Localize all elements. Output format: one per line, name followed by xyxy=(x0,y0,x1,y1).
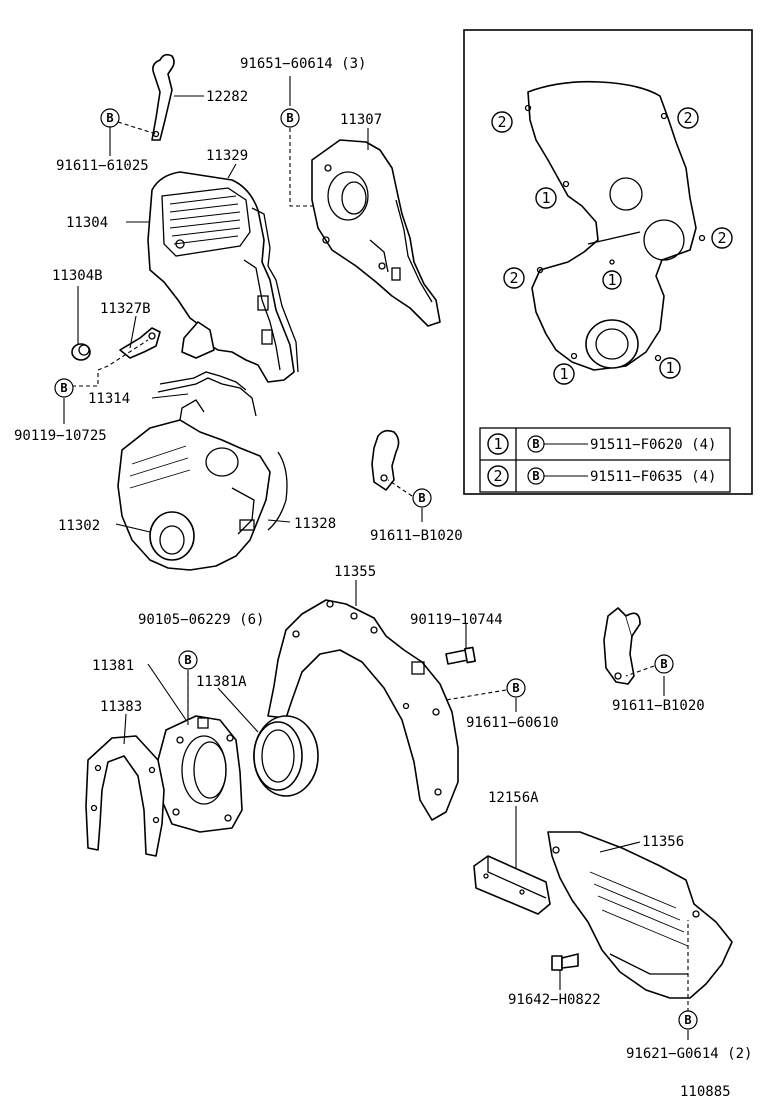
leader-lines xyxy=(63,76,689,1040)
gasket-11383-drawing xyxy=(85,735,165,857)
label-11329: 11329 xyxy=(206,148,248,164)
svg-text:2: 2 xyxy=(683,109,692,127)
inset-callout-2a: 2 xyxy=(491,111,513,133)
svg-text:B: B xyxy=(60,381,67,395)
svg-text:2: 2 xyxy=(717,229,726,247)
svg-text:B: B xyxy=(286,111,293,125)
label-91651-60614: 91651−60614 (3) xyxy=(240,56,366,72)
svg-text:1: 1 xyxy=(541,189,550,207)
svg-text:91511−F0620 (4): 91511−F0620 (4) xyxy=(590,437,716,453)
label-91611-b1020-upper: 91611−B1020 xyxy=(370,528,463,544)
inset-panel: 2 2 1 2 2 1 1 1 1 B 91511−F0620 (4) 2 xyxy=(463,29,753,495)
label-91642-h0822: 91642−H0822 xyxy=(508,992,601,1008)
gasket-11314-drawing xyxy=(157,321,257,417)
baffle-11356-drawing xyxy=(547,831,733,999)
legend-row-2: 2 B 91511−F0635 (4) xyxy=(487,465,716,487)
rear-plate-11307-drawing xyxy=(311,139,441,327)
bracket-12282-drawing xyxy=(151,53,175,141)
b-marker-2: B xyxy=(280,108,300,128)
svg-text:B: B xyxy=(532,469,539,483)
label-90105-06229: 90105−06229 (6) xyxy=(138,612,264,628)
side-bracket-drawing xyxy=(603,607,641,685)
hook-bracket-drawing xyxy=(371,429,400,491)
svg-text:1: 1 xyxy=(493,435,502,453)
legend-row-1: 1 B 91511−F0620 (4) xyxy=(487,433,716,455)
svg-text:2: 2 xyxy=(493,467,502,485)
svg-text:1: 1 xyxy=(559,365,568,383)
label-12156a: 12156A xyxy=(488,790,539,806)
label-11383: 11383 xyxy=(100,699,142,715)
inset-callout-1a: 1 xyxy=(535,187,557,209)
inset-callout-2b: 2 xyxy=(677,107,699,129)
svg-text:B: B xyxy=(512,681,519,695)
inset-callout-2c: 2 xyxy=(711,227,733,249)
inset-callout-2d: 2 xyxy=(503,267,525,289)
label-91611-b1020-lower: 91611−B1020 xyxy=(612,698,705,714)
upper-timing-cover-drawing xyxy=(147,171,299,383)
bolt-91642-drawing xyxy=(551,953,579,971)
b-marker-3: B xyxy=(54,378,74,398)
label-11304b: 11304B xyxy=(52,268,103,284)
block-12156a-drawing xyxy=(473,855,551,915)
label-11302: 11302 xyxy=(58,518,100,534)
inset-callout-1d: 1 xyxy=(659,357,681,379)
clip-11327b-drawing xyxy=(119,327,161,359)
label-11307: 11307 xyxy=(340,112,382,128)
svg-text:B: B xyxy=(684,1013,691,1027)
end-plate-11355-drawing xyxy=(267,599,459,821)
svg-text:2: 2 xyxy=(497,113,506,131)
fastener-dashed-lines xyxy=(72,121,689,1012)
lower-timing-cover-drawing xyxy=(117,399,288,571)
label-91611-60610: 91611−60610 xyxy=(466,715,559,731)
label-90119-10744: 90119−10744 xyxy=(410,612,503,628)
plug-11304b-drawing xyxy=(71,343,91,361)
label-11381a: 11381A xyxy=(196,674,247,690)
label-11355: 11355 xyxy=(334,564,376,580)
oil-seal-11381a-drawing xyxy=(253,715,319,797)
svg-text:B: B xyxy=(184,653,191,667)
svg-text:1: 1 xyxy=(665,359,674,377)
b-marker-5: B xyxy=(178,650,198,670)
label-91611-61025: 91611−61025 xyxy=(56,158,149,174)
label-90119-10725: 90119−10725 xyxy=(14,428,107,444)
inset-callout-1c: 1 xyxy=(553,363,575,385)
label-91621-g0614: 91621−G0614 (2) xyxy=(626,1046,752,1062)
b-marker-4: B xyxy=(412,488,432,508)
retainer-11381-drawing xyxy=(157,715,243,833)
label-12282: 12282 xyxy=(206,89,248,105)
svg-text:B: B xyxy=(418,491,425,505)
inset-legend-table: 1 B 91511−F0620 (4) 2 B 91511−F0635 (4) xyxy=(479,427,731,493)
b-marker-6: B xyxy=(506,678,526,698)
inset-callout-1b: 1 xyxy=(602,270,622,290)
svg-text:B: B xyxy=(660,657,667,671)
label-11314: 11314 xyxy=(88,391,130,407)
b-marker-1: B xyxy=(100,108,120,128)
b-marker-8: B xyxy=(678,1010,698,1030)
diagram-number: 110885 xyxy=(680,1084,731,1100)
svg-text:B: B xyxy=(532,437,539,451)
label-11327b: 11327B xyxy=(100,301,151,317)
label-11328: 11328 xyxy=(294,516,336,532)
svg-text:1: 1 xyxy=(607,271,616,289)
bolt-90119-10744-drawing xyxy=(445,646,476,665)
svg-text:91511−F0635 (4): 91511−F0635 (4) xyxy=(590,469,716,485)
svg-text:2: 2 xyxy=(509,269,518,287)
svg-text:B: B xyxy=(106,111,113,125)
b-marker-7: B xyxy=(654,654,674,674)
label-11356: 11356 xyxy=(642,834,684,850)
label-11381: 11381 xyxy=(92,658,134,674)
label-11304: 11304 xyxy=(66,215,108,231)
